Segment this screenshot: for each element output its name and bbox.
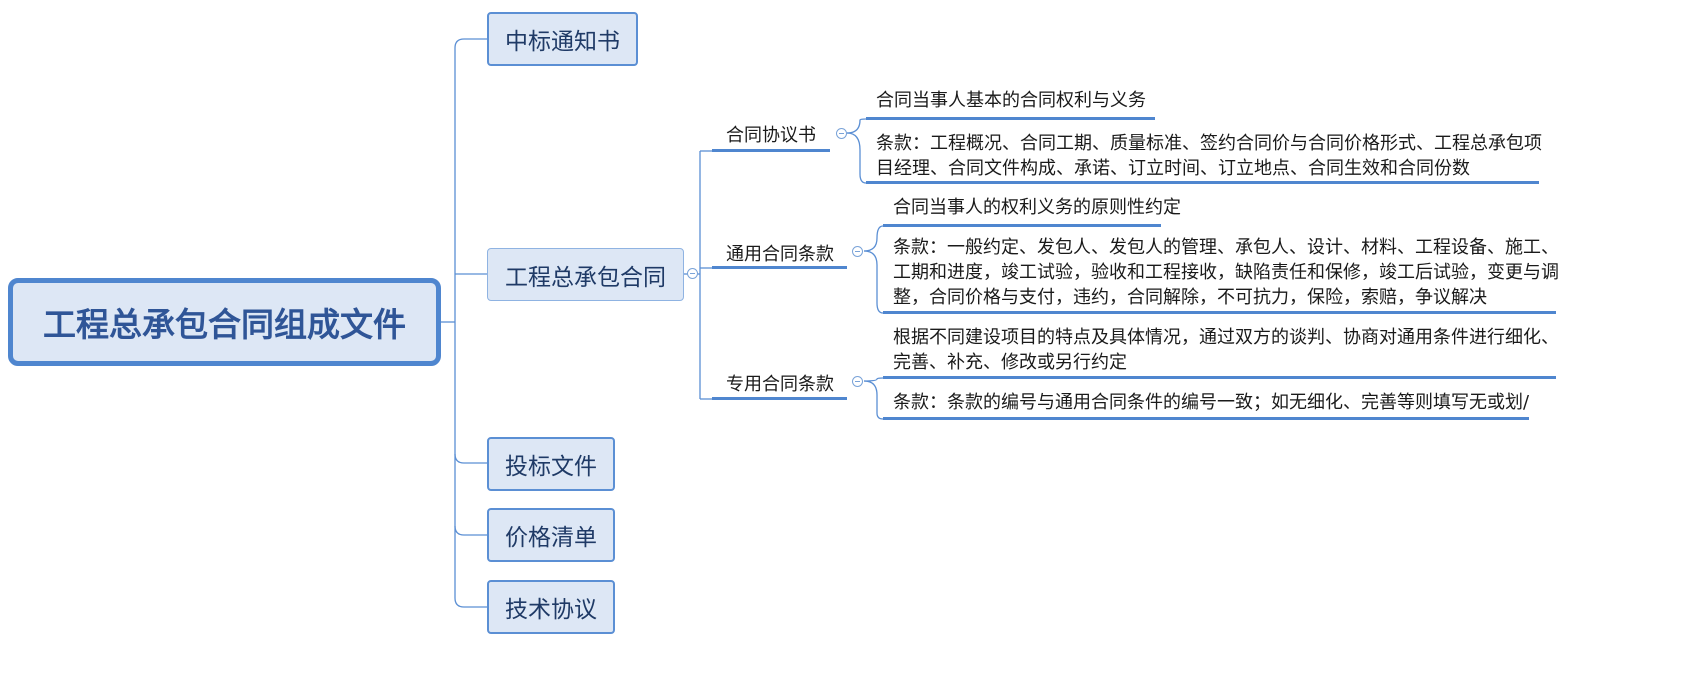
node-label: 合同协议书 [726, 125, 816, 146]
leaf-general-clauses[interactable]: 条款：一般约定、发包人、发包人的管理、承包人、设计、材料、工程设备、施工、 工期… [893, 235, 1559, 310]
connector-leaf-1 [846, 132, 867, 184]
node-technical-agreement[interactable]: 技术协议 [487, 580, 615, 634]
node-contract-agreement[interactable]: 合同协议书 [726, 121, 816, 147]
collapse-toggle-icon[interactable] [687, 268, 698, 279]
root-node[interactable]: 工程总承包合同组成文件 [8, 278, 441, 366]
leaf-line: 工期和进度，竣工试验，验收和工程接收，缺陷责任和保修，竣工后试验，变更与调 [893, 262, 1559, 283]
root-label: 工程总承包合同组成文件 [43, 305, 406, 344]
connector-l1-2 [454, 453, 487, 464]
collapse-toggle-icon[interactable] [852, 376, 863, 387]
node-label: 中标通知书 [505, 29, 620, 55]
node-bid-award-notice[interactable]: 中标通知书 [487, 12, 638, 66]
leaf-line: 条款：一般约定、发包人、发包人的管理、承包人、设计、材料、工程设备、施工、 [893, 237, 1559, 258]
leaf-line: 根据不同建设项目的特点及具体情况，通过双方的谈判、协商对通用条件进行细化、 [893, 327, 1559, 348]
leaf-line: 合同当事人的权利义务的原则性约定 [893, 197, 1181, 218]
node-label: 工程总承包合同 [505, 264, 666, 291]
connector-leaf-5 [863, 380, 884, 420]
node-label: 价格清单 [505, 525, 597, 551]
underline [712, 266, 847, 269]
node-special-terms[interactable]: 专用合同条款 [726, 370, 834, 396]
underline [866, 181, 1539, 184]
collapse-toggle-icon[interactable] [836, 128, 847, 139]
connector-leaf-2 [863, 225, 884, 252]
node-label: 投标文件 [505, 454, 597, 480]
underline [883, 417, 1529, 420]
underline [712, 149, 830, 152]
node-label: 通用合同条款 [726, 244, 834, 265]
node-epc-contract[interactable]: 工程总承包合同 [487, 248, 684, 301]
leaf-principle-rights[interactable]: 合同当事人的权利义务的原则性约定 [893, 195, 1181, 220]
underline [866, 117, 1155, 120]
connector-l1-0 [454, 38, 487, 49]
node-bid-documents[interactable]: 投标文件 [487, 437, 615, 491]
leaf-rights-obligations[interactable]: 合同当事人基本的合同权利与义务 [876, 88, 1146, 113]
node-label: 技术协议 [505, 597, 597, 623]
leaf-line: 合同当事人基本的合同权利与义务 [876, 90, 1146, 111]
connector-leaf-3 [863, 250, 884, 314]
node-general-terms[interactable]: 通用合同条款 [726, 240, 834, 266]
connector-leaf-4 [863, 377, 884, 382]
leaf-line: 完善、补充、修改或另行约定 [893, 352, 1127, 373]
underline [883, 224, 1161, 227]
connector-leaf-0 [846, 118, 867, 134]
leaf-line: 条款：条款的编号与通用合同条件的编号一致；如无细化、完善等则填写无或划/ [893, 392, 1530, 413]
underline [883, 376, 1556, 379]
connector-l1-3 [454, 525, 487, 536]
leaf-agreement-clauses[interactable]: 条款：工程概况、合同工期、质量标准、签约合同价与合同价格形式、工程总承包项 目经… [876, 131, 1542, 181]
leaf-special-clauses[interactable]: 条款：条款的编号与通用合同条件的编号一致；如无细化、完善等则填写无或划/ [893, 390, 1529, 415]
node-label: 专用合同条款 [726, 374, 834, 395]
leaf-line: 目经理、合同文件构成、承诺、订立时间、订立地点、合同生效和合同份数 [876, 158, 1470, 179]
collapse-toggle-icon[interactable] [852, 246, 863, 257]
leaf-project-specific[interactable]: 根据不同建设项目的特点及具体情况，通过双方的谈判、协商对通用条件进行细化、 完善… [893, 325, 1559, 375]
underline [883, 311, 1556, 314]
underline [712, 397, 847, 400]
leaf-line: 整，合同价格与支付，违约，合同解除，不可抗力，保险，索赔，争议解决 [893, 287, 1487, 308]
connector-l1-4 [454, 597, 487, 608]
node-price-list[interactable]: 价格清单 [487, 508, 615, 562]
leaf-line: 条款：工程概况、合同工期、质量标准、签约合同价与合同价格形式、工程总承包项 [876, 133, 1542, 154]
